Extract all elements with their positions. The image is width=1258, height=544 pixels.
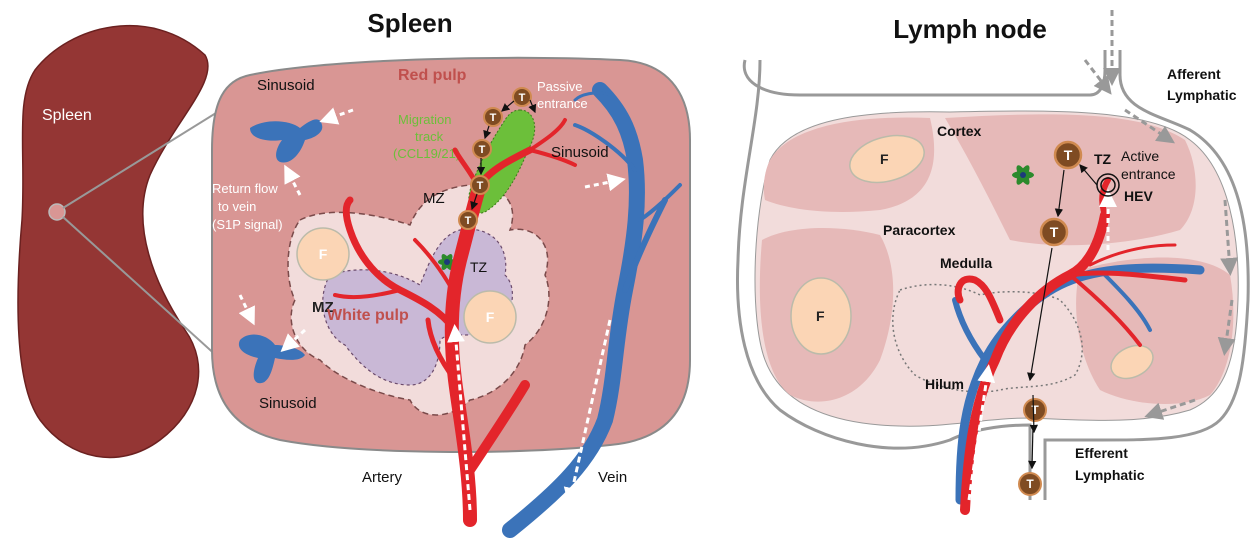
t-cell: T	[484, 108, 502, 126]
efferent-label-1: Efferent	[1075, 445, 1128, 461]
tz-label: TZ	[470, 259, 488, 275]
hev-label: HEV	[1124, 188, 1153, 204]
t-cell: T	[513, 88, 531, 106]
t-cell: T	[459, 211, 477, 229]
ln-tz-label: TZ	[1094, 151, 1112, 167]
migration-label-1: Migration	[398, 112, 451, 127]
svg-text:T: T	[519, 92, 526, 104]
paracortex-label: Paracortex	[883, 222, 956, 238]
svg-text:T: T	[1064, 147, 1073, 163]
lymph-node-title: Lymph node	[893, 14, 1047, 44]
t-cell: T	[471, 176, 489, 194]
spleen-panel: Spleen Spleen Red pulp F F MZ White pulp…	[18, 8, 690, 530]
follicle-2-label: F	[486, 309, 495, 325]
spleen-organ	[18, 26, 208, 458]
t-cell: T	[1041, 219, 1067, 245]
svg-text:T: T	[479, 144, 486, 156]
svg-text:T: T	[477, 180, 484, 192]
medulla-label: Medulla	[940, 255, 992, 271]
active-entrance-label-2: entrance	[1121, 166, 1176, 182]
artery-label: Artery	[362, 469, 403, 486]
sinusoid-bottom-label: Sinusoid	[259, 395, 317, 412]
afferent-label-2: Lymphatic	[1167, 87, 1237, 103]
svg-text:T: T	[1050, 224, 1059, 240]
passive-entrance-label-2: entrance	[537, 96, 588, 111]
cortex-lobe-lowerright	[1076, 258, 1233, 405]
svg-text:T: T	[1026, 477, 1034, 491]
svg-text:T: T	[1031, 403, 1039, 417]
return-flow-label-1: Return flow	[212, 181, 278, 196]
migration-label-3: (CCL19/21)	[393, 146, 460, 161]
return-flow-label-3: (S1P signal)	[212, 217, 283, 232]
ln-follicle-1-label: F	[880, 151, 889, 167]
t-cell: T	[1024, 399, 1046, 421]
migration-label-2: track	[415, 129, 444, 144]
return-flow-label-2: to vein	[218, 199, 256, 214]
sinusoid-top-label: Sinusoid	[257, 77, 315, 94]
ln-follicle-2-label: F	[816, 308, 825, 324]
hilum-label: Hilum	[925, 376, 964, 392]
active-entrance-label-1: Active	[1121, 148, 1159, 164]
t-cell: T	[1055, 142, 1081, 168]
svg-text:T: T	[465, 215, 472, 227]
spleen-organ-label: Spleen	[42, 107, 92, 124]
t-cell: T	[1019, 473, 1041, 495]
vein-label: Vein	[598, 469, 627, 486]
efferent-label-2: Lymphatic	[1075, 467, 1145, 483]
spleen-title: Spleen	[367, 8, 452, 38]
cortex-label: Cortex	[937, 123, 982, 139]
lymph-node-panel: Lymph node F F Cortex Paracortex Medulla…	[737, 10, 1248, 510]
follicle-1-label: F	[319, 246, 328, 262]
white-pulp-label: White pulp	[327, 307, 409, 324]
mz-top-label: MZ	[423, 190, 445, 207]
sinusoid-right-label: Sinusoid	[551, 144, 609, 161]
afferent-label-1: Afferent	[1167, 66, 1221, 82]
t-cell: T	[473, 140, 491, 158]
svg-text:T: T	[490, 112, 497, 124]
red-pulp-label: Red pulp	[398, 67, 467, 84]
passive-entrance-label-1: Passive	[537, 79, 583, 94]
